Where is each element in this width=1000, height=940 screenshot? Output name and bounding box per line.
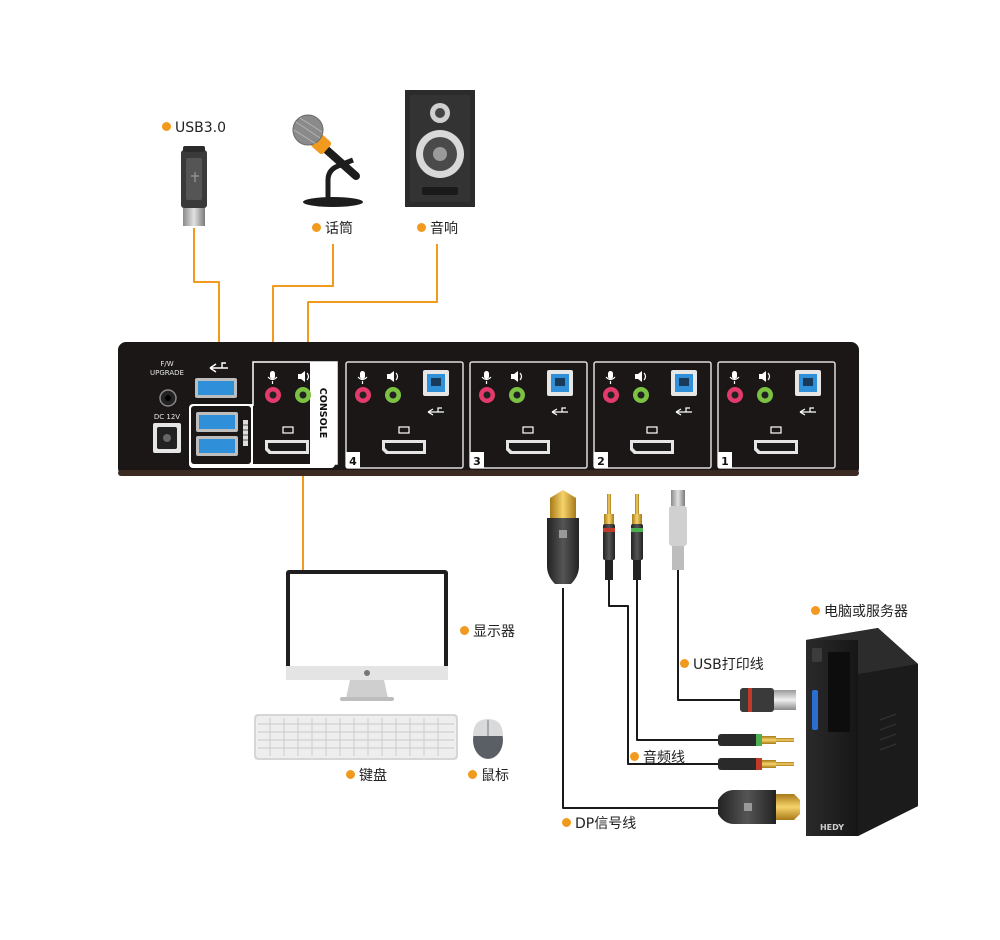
console-mic-icon (267, 371, 278, 384)
channel-number-2: 2 (597, 455, 605, 468)
usb-a-plug-icon (740, 688, 796, 712)
bullet-dot (460, 626, 469, 635)
pc-brand: HEDY (820, 823, 844, 832)
label-audio-cable-text: 音频线 (643, 750, 685, 766)
channel-panel-4 (345, 361, 464, 469)
label-speaker-text: 音响 (430, 221, 458, 237)
channel-number-4: 4 (349, 455, 357, 468)
dp-cable-icon (547, 490, 579, 584)
label-keyboard-text: 键盘 (359, 768, 387, 784)
usb3-line (193, 228, 220, 364)
console-label: CONSOLE (317, 388, 328, 438)
dp-cable-line (562, 588, 718, 809)
audio-cable-line-2 (636, 580, 718, 741)
label-usb30: USB3.0 (162, 120, 226, 136)
bullet-dot (811, 606, 820, 615)
label-computer-text: 电脑或服务器 (824, 604, 908, 620)
dc-label: DC 12V (154, 413, 180, 421)
speaker-line (307, 244, 438, 364)
kvm-switch-device: F/W UPGRADE DC 12V CONSOLE 4 3 2 1 (118, 342, 859, 476)
bullet-dot (312, 223, 321, 232)
label-mouse-text: 鼠标 (481, 768, 509, 784)
label-audio-cable: 音频线 (630, 750, 685, 766)
bullet-dot (468, 770, 477, 779)
console-audio-icon (298, 371, 310, 382)
label-usb-cable: USB打印线 (680, 657, 764, 673)
bullet-dot (680, 659, 689, 668)
usb-cable-line (677, 570, 740, 701)
label-keyboard: 键盘 (346, 768, 387, 784)
mouse-icon (473, 719, 503, 759)
label-speaker: 音响 (417, 221, 458, 237)
usb-b-plug-icon (669, 490, 687, 570)
label-computer: 电脑或服务器 (811, 604, 908, 620)
microphone-icon (292, 114, 363, 207)
dp-plug-right-icon (718, 790, 800, 824)
bullet-dot (562, 818, 571, 827)
speaker-icon (405, 90, 475, 207)
label-usb-cable-text: USB打印线 (693, 657, 764, 673)
label-microphone-text: 话筒 (325, 221, 353, 237)
label-microphone: 话筒 (312, 221, 353, 237)
audio-cable-line-1 (608, 580, 718, 765)
channel-panel-1 (717, 361, 836, 469)
channel-panel-3 (469, 361, 588, 469)
cable-lines (562, 570, 740, 809)
channel-panel-2 (593, 361, 712, 469)
label-monitor: 显示器 (460, 624, 515, 640)
bullet-dot (630, 752, 639, 761)
computer-tower-icon: HEDY (806, 628, 918, 836)
label-mouse: 鼠标 (468, 768, 509, 784)
connection-lines (193, 228, 438, 570)
keyboard-icon (254, 714, 458, 760)
monitor-icon (286, 570, 448, 701)
fw-label: F/W (160, 360, 173, 368)
bullet-dot (346, 770, 355, 779)
channel-number-1: 1 (721, 455, 729, 468)
usb-stick-icon (181, 146, 207, 226)
label-dp-cable: DP信号线 (562, 816, 636, 832)
label-dp-cable-text: DP信号线 (575, 816, 637, 832)
upgrade-label: UPGRADE (150, 369, 184, 377)
bullet-dot (417, 223, 426, 232)
channel-number-3: 3 (473, 455, 481, 468)
label-usb30-text: USB3.0 (175, 120, 227, 136)
audio-plug-icon (603, 494, 643, 580)
mic-line (272, 244, 334, 364)
audio-plug-red-icon (718, 758, 794, 770)
bullet-dot (162, 122, 171, 131)
audio-plug-green-icon (718, 734, 794, 746)
label-monitor-text: 显示器 (473, 624, 515, 640)
